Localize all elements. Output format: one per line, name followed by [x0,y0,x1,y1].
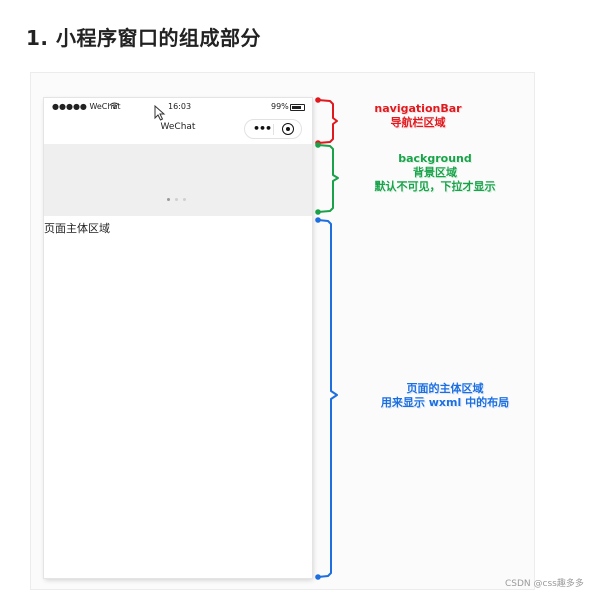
navigation-annotation: navigationBar 导航栏区域 [360,102,476,130]
page-body-annotation-line2: 用来显示 wxml 中的布局 [380,396,510,409]
background-area [44,144,312,216]
status-bar: ●●●●● WeChat 16:03 99% [44,98,312,116]
menu-capsule[interactable]: ••• [244,119,302,139]
navigation-bracket [315,97,338,146]
background-annotation-line3: 默认不可见，下拉才显示 [374,180,496,193]
phone-mockup: ●●●●● WeChat 16:03 99% WeChat ••• 页面主体区域 [44,98,312,578]
wifi-icon [110,102,119,109]
more-dots-icon[interactable]: ••• [253,122,272,135]
page-body-annotation-line1: 页面的主体区域 [406,382,484,395]
page-heading: 1. 小程序窗口的组成部分 [26,26,261,50]
watermark: CSDN @css趣多多 [505,579,584,589]
page-body-annotation: 页面的主体区域 用来显示 wxml 中的布局 [360,382,530,410]
background-annotation: background 背景区域 默认不可见，下拉才显示 [355,152,515,194]
navigation-annotation-subtitle: 导航栏区域 [390,116,446,129]
carrier-label: ●●●●● WeChat [52,102,121,111]
page-body-label: 页面主体区域 [44,222,110,235]
battery-icon [290,104,305,111]
loading-dot [183,198,186,201]
background-annotation-title: background [398,152,472,165]
page-body-bracket [315,217,338,580]
loading-dot [175,198,178,201]
background-annotation-line2: 背景区域 [413,166,457,179]
loading-dot [167,198,170,201]
capsule-divider [273,124,274,135]
close-target-icon[interactable] [282,123,294,135]
battery-percent: 99% [271,102,289,111]
background-bracket [315,142,339,215]
navigation-annotation-title: navigationBar [374,102,462,115]
status-time: 16:03 [168,102,192,111]
loading-dots-icon [167,198,189,202]
cursor-icon [154,105,166,121]
nav-title: WeChat [160,122,196,132]
